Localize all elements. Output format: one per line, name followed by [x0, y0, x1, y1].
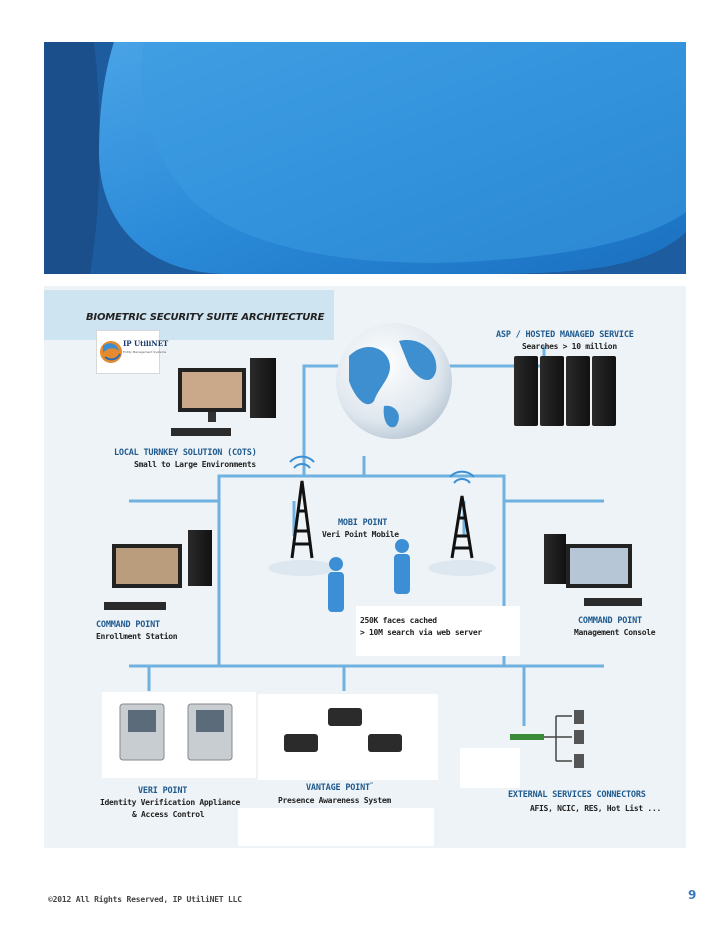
enroll-sub: Enrollment Station: [96, 632, 178, 641]
cache-line1: 250K faces cached: [360, 616, 437, 625]
architecture-diagram: BIOMETRIC SECURITY SUITE ARCHITECTURE IP…: [44, 286, 686, 848]
veri-sub1: Identity Verification Appliance: [100, 798, 241, 807]
external-label: EXTERNAL SERVICES CONNECTORS: [508, 790, 646, 800]
asp-sub: Searches > 10 million: [522, 342, 617, 351]
local-sub: Small to Large Environments: [134, 460, 256, 469]
logo-subtitle: Entity Management Systems: [123, 350, 167, 354]
vantage-sub: Presence Awareness System: [278, 796, 391, 805]
local-label: LOCAL TURNKEY SOLUTION (COTS): [114, 448, 257, 458]
mobi-label: MOBI POINT: [338, 518, 388, 528]
cache-box: 250K faces cached > 10M search via web s…: [356, 606, 520, 656]
page-number: 9: [688, 888, 697, 902]
vantage-trademark: ™: [369, 782, 373, 788]
copyright: ©2012 All Rights Reserved, IP UtiliNET L…: [48, 895, 242, 904]
enroll-label: COMMAND POINT: [96, 620, 160, 630]
external-sub: AFIS, NCIC, RES, Hot List ...: [530, 804, 661, 813]
logo-name: IP UtiliNET: [123, 339, 169, 348]
vantage-label-text: VANTAGE POINT: [306, 782, 370, 793]
console-sub: Management Console: [574, 628, 656, 637]
figure-title: BIOMETRIC SECURITY SUITE ARCHITECTURE: [86, 312, 325, 323]
cache-line2: > 10M search via web server: [360, 628, 482, 637]
veri-sub2: & Access Control: [132, 810, 205, 819]
company-logo: IP UtiliNET Entity Management Systems: [96, 330, 168, 374]
header-banner: [44, 42, 686, 274]
vantage-label: VANTAGE POINT™: [306, 782, 373, 793]
veri-label: VERI POINT: [138, 786, 188, 796]
vantage-blank-box: [238, 808, 434, 846]
asp-label: ASP / HOSTED MANAGED SERVICE: [496, 330, 634, 340]
figure-title-box: BIOMETRIC SECURITY SUITE ARCHITECTURE: [44, 290, 334, 340]
console-label: COMMAND POINT: [578, 616, 642, 626]
mobi-sub: Veri Point Mobile: [322, 530, 399, 539]
